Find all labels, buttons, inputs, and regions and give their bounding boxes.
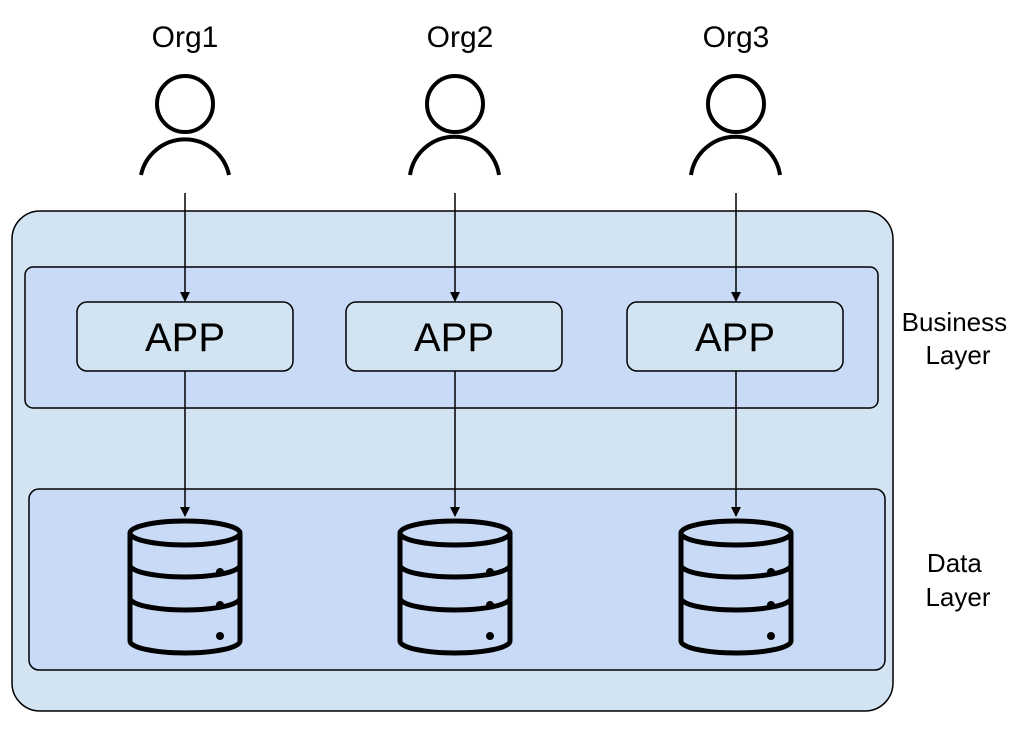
org-3: Org3: [689, 21, 782, 176]
business-layer-label: Business Layer: [902, 307, 1015, 370]
org-label: Org1: [152, 21, 219, 54]
person-icon: [408, 74, 501, 176]
app-box-3: APP: [626, 301, 844, 372]
app-box-1: APP: [76, 301, 294, 372]
org-label: Org3: [703, 21, 770, 54]
app-label: APP: [145, 316, 225, 360]
business-layer-label-line2: Layer: [925, 340, 990, 370]
org-1: Org1: [139, 21, 231, 176]
app-box-2: APP: [345, 301, 563, 372]
data-layer-band: [28, 488, 886, 671]
business-layer-label-line1: Business: [902, 307, 1008, 337]
data-layer-label: Data Layer: [925, 548, 990, 612]
person-icon: [139, 74, 231, 176]
database-icon: [127, 518, 243, 656]
app-label: APP: [695, 316, 775, 360]
org-label: Org2: [427, 21, 494, 54]
database-icon: [678, 518, 794, 656]
person-icon: [689, 74, 782, 176]
data-layer-label-line1: Data: [927, 548, 982, 578]
data-layer-label-line2: Layer: [925, 582, 990, 612]
database-icon: [397, 518, 513, 656]
org-2: Org2: [408, 21, 501, 176]
app-label: APP: [414, 316, 494, 360]
